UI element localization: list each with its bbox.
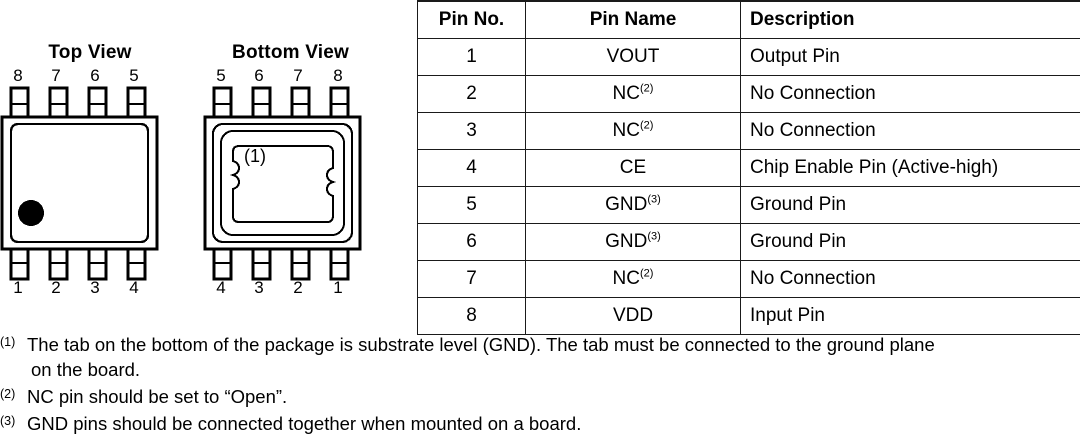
bottom-view-pin-label-2: 2: [293, 278, 303, 297]
table-header-row: Pin No. Pin Name Description: [417, 0, 1080, 39]
footnote-1-continuation: on the board.: [31, 359, 141, 380]
pin-name-footnote-ref: (2): [640, 119, 654, 132]
cell-pin-name: NC(2): [525, 75, 741, 113]
pin-description-table-container: Pin No. Pin Name Description 1 VOUT Output…: [417, 0, 1080, 335]
bottom-view-pin-label-8: 8: [333, 66, 343, 85]
pin-name-text: NC: [612, 120, 640, 142]
top-view-package: [0, 86, 159, 281]
top-view-pin-label-5: 5: [129, 66, 139, 85]
footnote-3-marker: (3): [0, 414, 16, 428]
table-row: 4 CE Chip Enable Pin (Active-high): [417, 149, 1080, 187]
top-view-body-inner: [9, 122, 150, 244]
top-view-pin-label-2: 2: [51, 278, 61, 297]
cell-pin-name: GND(3): [525, 186, 741, 224]
cell-description: Ground Pin: [740, 186, 1080, 224]
pin-name-text: NC: [612, 268, 640, 290]
bottom-view-pin-label-1: 1: [333, 278, 343, 297]
bottom-view-upper-leads: [212, 86, 350, 121]
exposed-tab-footnote-ref: (1): [244, 146, 266, 166]
cell-pin-no: 6: [417, 223, 526, 261]
header-description: Description: [740, 0, 1080, 39]
footnote-2: (2) NC pin should be set to “Open”.: [0, 384, 1080, 409]
footnote-3-text: GND pins should be connected together wh…: [27, 413, 582, 434]
footnote-2-marker: (2): [0, 387, 16, 401]
pin-name-text: GND: [605, 194, 648, 216]
cell-pin-name: VOUT: [525, 38, 741, 76]
cell-description: No Connection: [740, 75, 1080, 113]
cell-pin-no: 8: [417, 297, 526, 335]
pin-name-footnote-ref: (3): [647, 230, 661, 243]
bottom-view-pin-label-3: 3: [254, 278, 264, 297]
pin-name-footnote-ref: (3): [647, 193, 661, 206]
package-outline-drawings: [0, 86, 362, 281]
cell-description: Chip Enable Pin (Active-high): [740, 149, 1080, 187]
pin1-index-dot: [18, 200, 44, 226]
pin-name-footnote-ref: (2): [640, 267, 654, 280]
top-view-pin-label-6: 6: [90, 66, 100, 85]
cell-pin-name: NC(2): [525, 112, 741, 150]
cell-description: Input Pin: [740, 297, 1080, 335]
bottom-view-pin-label-7: 7: [293, 66, 303, 85]
top-view-upper-leads: [9, 86, 147, 121]
pin-name-text: CE: [619, 157, 647, 179]
top-view-pin-label-3: 3: [90, 278, 100, 297]
cell-pin-no: 5: [417, 186, 526, 224]
cell-description: Output Pin: [740, 38, 1080, 76]
bottom-view-title: Bottom View: [232, 42, 349, 63]
bottom-view-lower-leads: [212, 246, 350, 281]
header-pin-name: Pin Name: [525, 0, 741, 39]
cell-description: Ground Pin: [740, 223, 1080, 261]
top-view-pin-label-4: 4: [129, 278, 139, 297]
cell-description: No Connection: [740, 112, 1080, 150]
pin-description-table: Pin No. Pin Name Description 1 VOUT Output…: [417, 0, 1080, 335]
top-view-pin-label-8: 8: [13, 66, 23, 85]
top-view-title: Top View: [48, 42, 132, 63]
pin-name-text: NC: [612, 83, 640, 105]
table-row: 1 VOUT Output Pin: [417, 38, 1080, 76]
footnote-1-text: The tab on the bottom of the package is …: [27, 334, 935, 355]
footnote-1: (1) The tab on the bottom of the package…: [0, 332, 1080, 382]
footnote-2-text: NC pin should be set to “Open”.: [27, 386, 288, 407]
top-view-pin-label-7: 7: [51, 66, 61, 85]
footnote-3: (3) GND pins should be connected togethe…: [0, 411, 1080, 436]
bottom-view-pin-label-5: 5: [216, 66, 226, 85]
cell-pin-no: 1: [417, 38, 526, 76]
package-figures: Top View Bottom View 8 7 6 5 1 2 3 4 5 6…: [0, 0, 415, 330]
cell-pin-name: GND(3): [525, 223, 741, 261]
footnotes-block: (1) The tab on the bottom of the package…: [0, 331, 1080, 436]
cell-description: No Connection: [740, 260, 1080, 298]
pin-name-footnote-ref: (2): [640, 82, 654, 95]
top-view-pin-label-1: 1: [13, 278, 23, 297]
cell-pin-no: 7: [417, 260, 526, 298]
pin-name-text: VDD: [612, 305, 654, 327]
cell-pin-name: VDD: [525, 297, 741, 335]
header-pin-no: Pin No.: [417, 0, 526, 39]
bottom-view-pin-label-4: 4: [216, 278, 226, 297]
bottom-view-package: [203, 86, 362, 281]
cell-pin-name: NC(2): [525, 260, 741, 298]
top-view-lower-leads: [9, 246, 147, 281]
exposed-tab-outline: [229, 145, 337, 223]
bottom-view-pin-label-6: 6: [254, 66, 264, 85]
pin-name-text: GND: [605, 231, 648, 253]
cell-pin-no: 3: [417, 112, 526, 150]
cell-pin-no: 4: [417, 149, 526, 187]
footnote-1-marker: (1): [0, 335, 16, 349]
pin-name-text: VOUT: [606, 46, 660, 68]
cell-pin-name: CE: [525, 149, 741, 187]
table-row: 8 VDD Input Pin: [417, 297, 1080, 335]
cell-pin-no: 2: [417, 75, 526, 113]
